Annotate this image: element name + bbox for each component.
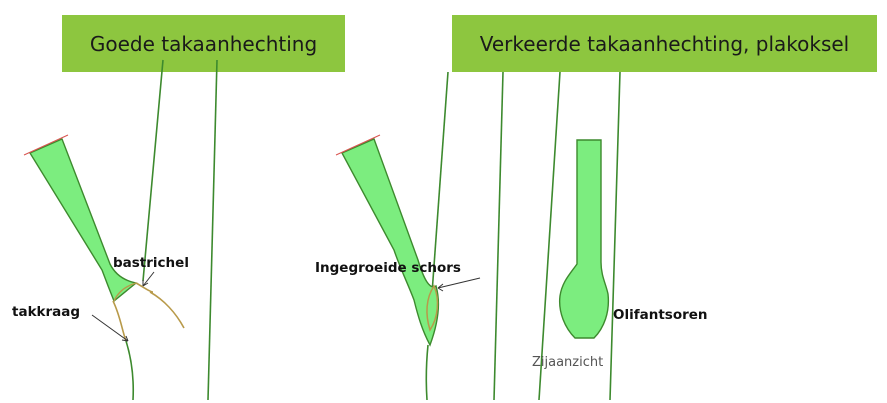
sideview-trunk-line-2 bbox=[610, 72, 620, 400]
branch-fill-wrong bbox=[342, 139, 438, 345]
label-ingegroeide-schors: Ingegroeide schors bbox=[315, 260, 461, 276]
branch-fill-good bbox=[30, 139, 136, 301]
label-olifantsoren: Olifantsoren bbox=[613, 307, 708, 323]
trunk-right-lower bbox=[426, 345, 428, 400]
label-zijaanzicht: Zijaanzicht bbox=[532, 355, 603, 370]
elephant-ear-shape bbox=[560, 140, 609, 338]
sideview-trunk-line-1 bbox=[539, 72, 560, 400]
wrong-attachment-illustration: Ingegroeide schors Olifantsoren Zijaanzi… bbox=[315, 72, 708, 400]
arrow-ingegroeide-schors bbox=[438, 278, 480, 288]
label-takkraag: takkraag bbox=[12, 304, 80, 320]
good-attachment-illustration: bastrichel takkraag bbox=[12, 60, 217, 400]
trunk-left-line-1 bbox=[143, 60, 163, 281]
trunk-left-line-2 bbox=[208, 60, 217, 400]
trunk-right-line-2 bbox=[494, 72, 503, 400]
arrow-bastrichel bbox=[143, 272, 154, 286]
label-bastrichel: bastrichel bbox=[113, 255, 189, 271]
trunk-lower-left bbox=[126, 341, 133, 400]
